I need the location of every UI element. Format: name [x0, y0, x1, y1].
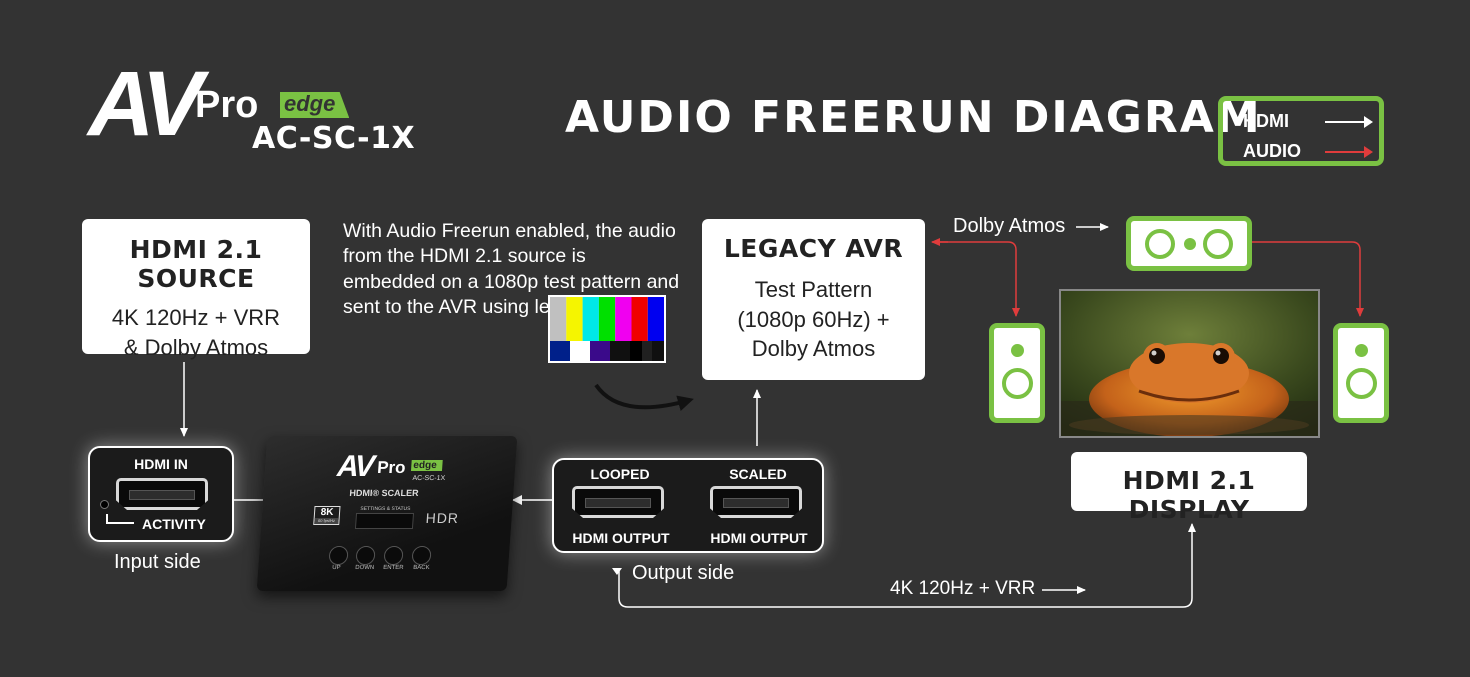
- activity-label: ACTIVITY: [142, 516, 206, 532]
- avr-line3: Dolby Atmos: [751, 336, 876, 362]
- input-side-caption: Input side: [114, 551, 201, 573]
- hdmi-in-label: HDMI IN: [134, 456, 188, 472]
- legend: HDMI AUDIO: [1218, 96, 1384, 166]
- logo-pro: Pro: [195, 84, 259, 126]
- device-up-button[interactable]: [328, 546, 349, 565]
- display-title: HDMI 2.1 DISPLAY: [1122, 466, 1256, 524]
- device-product: HDMI® SCALER: [349, 488, 419, 498]
- device-logo-av: AV: [336, 450, 374, 483]
- audio-left-speaker-line: [940, 241, 1020, 317]
- device-screen: [354, 513, 415, 529]
- legend-hdmi-label: HDMI: [1243, 111, 1289, 131]
- looped-to-display-line: [618, 523, 1196, 608]
- source-line1: 4K 120Hz + VRR: [111, 305, 281, 330]
- avr-title: LEGACY AVR: [723, 234, 904, 263]
- legend-audio-label: AUDIO: [1243, 141, 1301, 161]
- curved-black-arrow: [594, 383, 694, 411]
- frog-image: [1061, 291, 1318, 436]
- model-number: AC-SC-1X: [252, 121, 416, 156]
- page-title: AUDIO FREERUN DIAGRAM: [565, 92, 1262, 143]
- atmos-label: Dolby Atmos: [953, 215, 1066, 237]
- source-line2: & Dolby Atmos: [123, 334, 269, 360]
- signal-label: 4K 120Hz + VRR: [890, 578, 1036, 599]
- looped-output-label: HDMI OUTPUT: [572, 530, 670, 546]
- audio-right-speaker-line: [1252, 241, 1364, 317]
- output-side-caption: Output side: [632, 562, 735, 584]
- device-settings-label: SETTINGS & STATUS: [360, 506, 411, 512]
- activity-led-icon: [100, 500, 109, 509]
- looped-label: LOOPED: [590, 466, 650, 482]
- scaler-device: AV Pro edge AC-SC-1X HDMI® SCALER 8K 60 …: [256, 436, 518, 591]
- left-speaker-icon: [989, 323, 1045, 423]
- right-speaker-icon: [1333, 323, 1389, 423]
- output-panel: LOOPED SCALED HDMI OUTPUT HDMI OUTPUT: [552, 458, 824, 553]
- avr-box: LEGACY AVR Test Pattern (1080p 60Hz) + D…: [702, 219, 925, 380]
- device-button-label-down: DOWN: [354, 565, 375, 571]
- device-button-label-enter: ENTER: [382, 565, 404, 571]
- display-screen: [1059, 289, 1320, 438]
- device-down-button[interactable]: [355, 546, 376, 565]
- test-pattern-image: [548, 295, 666, 363]
- center-speaker-icon: [1126, 216, 1252, 271]
- device-model: AC-SC-1X: [412, 475, 446, 482]
- device-enter-button[interactable]: [383, 546, 404, 565]
- output-caption-arrow-icon: [612, 568, 622, 575]
- legend-hdmi-arrow-icon: [1325, 116, 1373, 128]
- display-box: HDMI 2.1 DISPLAY: [1071, 452, 1307, 524]
- avr-line2: (1080p 60Hz) +: [737, 306, 890, 332]
- description-text: With Audio Freerun enabled, the audio fr…: [343, 220, 680, 319]
- source-title: HDMI 2.1 SOURCE: [129, 235, 263, 293]
- device-logo-edge: edge: [410, 460, 444, 471]
- hdmi-in-port-icon[interactable]: [116, 478, 208, 510]
- logo-edge: edge: [280, 92, 350, 119]
- device-hdr-label: HDR: [425, 510, 460, 526]
- scaled-output-label: HDMI OUTPUT: [710, 530, 808, 546]
- device-back-button[interactable]: [411, 546, 432, 565]
- scaled-port-icon[interactable]: [710, 486, 802, 518]
- activity-bracket-icon: [106, 522, 134, 524]
- scaled-label: SCALED: [729, 466, 787, 482]
- device-button-label-up: UP: [331, 565, 341, 571]
- avr-line1: Test Pattern: [754, 277, 873, 302]
- legend-audio-arrow-icon: [1325, 146, 1373, 158]
- device-button-label-back: BACK: [412, 565, 430, 571]
- logo-av: AV: [88, 53, 203, 155]
- looped-port-icon[interactable]: [572, 486, 664, 518]
- input-panel: HDMI IN ACTIVITY: [88, 446, 234, 542]
- device-logo-pro: Pro: [376, 458, 407, 477]
- device-8k-badge: 8K 60 fps/Hz: [313, 506, 341, 525]
- source-box: HDMI 2.1 SOURCE 4K 120Hz + VRR & Dolby A…: [82, 219, 310, 360]
